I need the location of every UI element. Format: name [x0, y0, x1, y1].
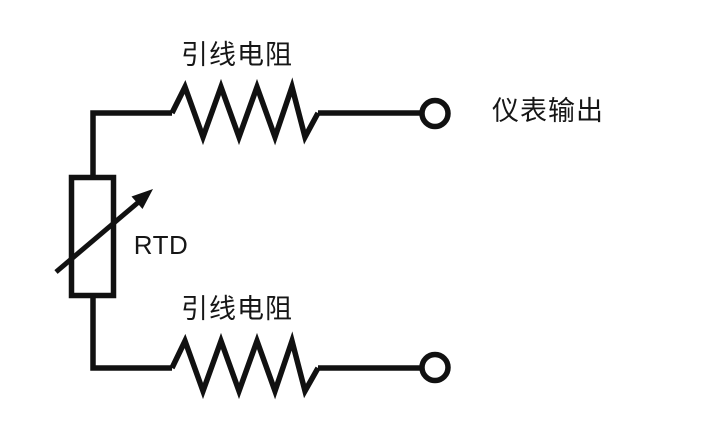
rtd-to-bottom-resistor-wire [90, 295, 172, 371]
rtd-label: RTD [133, 230, 189, 260]
top-lead-resistor-label: 引线电阻 [181, 40, 293, 70]
bottom-terminal-circle [419, 351, 451, 384]
rtd-variable-arrow-head [131, 189, 153, 209]
bottom-lead-resistor-label: 引线电阻 [181, 294, 293, 324]
rtd-variable-arrow-shaft [54, 198, 143, 274]
rtd-to-top-resistor-wire [90, 110, 172, 177]
instrument-output-label: 仪表输出 [492, 96, 604, 126]
bottom-lead-resistor-symbol [169, 331, 321, 400]
top-terminal-circle [419, 97, 451, 130]
rtd-body [68, 174, 117, 299]
circuit-lines-group [54, 77, 451, 400]
top-lead-resistor-symbol [169, 77, 321, 146]
